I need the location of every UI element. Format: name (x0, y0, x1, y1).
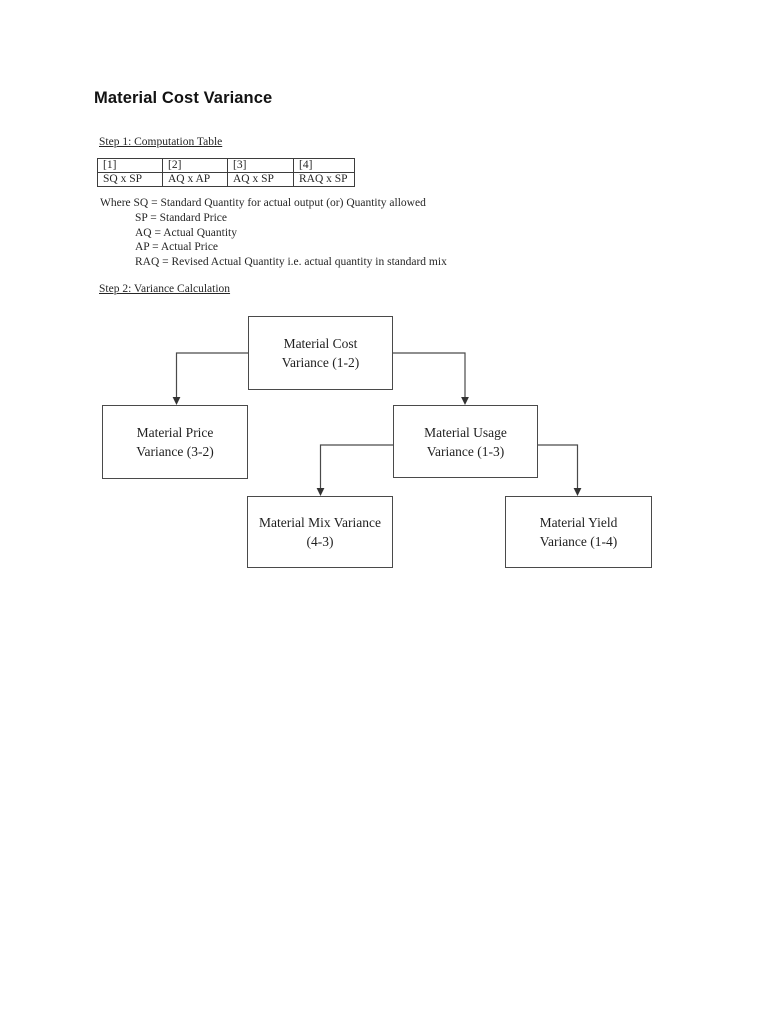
node-label-line: Material Usage (424, 424, 507, 440)
table-header-cell: [2] (162, 158, 228, 173)
table-cell: AQ x AP (162, 172, 228, 187)
definition-line: RAQ = Revised Actual Quantity i.e. actua… (135, 256, 447, 269)
node-material-usage-variance: Material Usage Variance (1-3) (393, 405, 538, 478)
node-label-line: Material Price (136, 425, 214, 440)
node-label-line: Variance (1-3) (426, 443, 505, 459)
node-material-cost-variance: Material Cost Variance (1-2) (248, 316, 393, 390)
node-label-line: Variance (1-4) (539, 534, 618, 549)
table-header-cell: [4] (293, 158, 355, 173)
connector-muv-to-mmv (319, 444, 393, 489)
definition-line: AP = Actual Price (135, 241, 219, 254)
connector-muv-to-myv (538, 444, 579, 489)
connector-mcv-to-mpv (175, 352, 248, 398)
arrowhead-down-icon (172, 397, 181, 405)
arrowhead-down-icon (461, 397, 469, 405)
node-material-yield-variance: Material Yield Variance (1-4) (505, 496, 652, 568)
definition-line: SP = Standard Price (135, 211, 227, 224)
definition-line: AQ = Actual Quantity (135, 226, 237, 239)
node-label-line: Variance (1-2) (281, 355, 360, 370)
table-header-cell: [3] (227, 158, 294, 173)
table-row: SQ x SP AQ x AP AQ x SP RAQ x SP (97, 172, 355, 187)
node-label-line: (4-3) (306, 534, 334, 549)
arrowhead-down-icon (316, 488, 325, 496)
definition-line: Where SQ = Standard Quantity for actual … (100, 197, 426, 209)
computation-table: [1] [2] [3] [4] SQ x SP AQ x AP AQ x SP … (97, 158, 355, 187)
arrowhead-down-icon (573, 488, 582, 496)
table-cell: RAQ x SP (293, 172, 355, 187)
node-label-line: Material Cost (283, 336, 358, 351)
node-material-price-variance: Material Price Variance (3-2) (102, 405, 248, 479)
step1-heading: Step 1: Computation Table (99, 136, 223, 148)
table-header-cell: [1] (97, 158, 163, 173)
node-label-line: Variance (3-2) (136, 444, 214, 459)
abbreviation-definitions: Where SQ = Standard Quantity for actual … (100, 196, 447, 270)
table-cell: SQ x SP (97, 172, 163, 187)
node-label-line: Material Mix Variance (259, 515, 381, 530)
page-title: Material Cost Variance (94, 89, 273, 107)
connector-mcv-to-muv (393, 352, 466, 398)
node-material-mix-variance: Material Mix Variance (4-3) (247, 496, 393, 568)
node-label-line: Material Yield (539, 515, 618, 530)
table-header-row: [1] [2] [3] [4] (97, 158, 355, 173)
step2-heading: Step 2: Variance Calculation (99, 283, 231, 295)
table-cell: AQ x SP (227, 172, 294, 187)
